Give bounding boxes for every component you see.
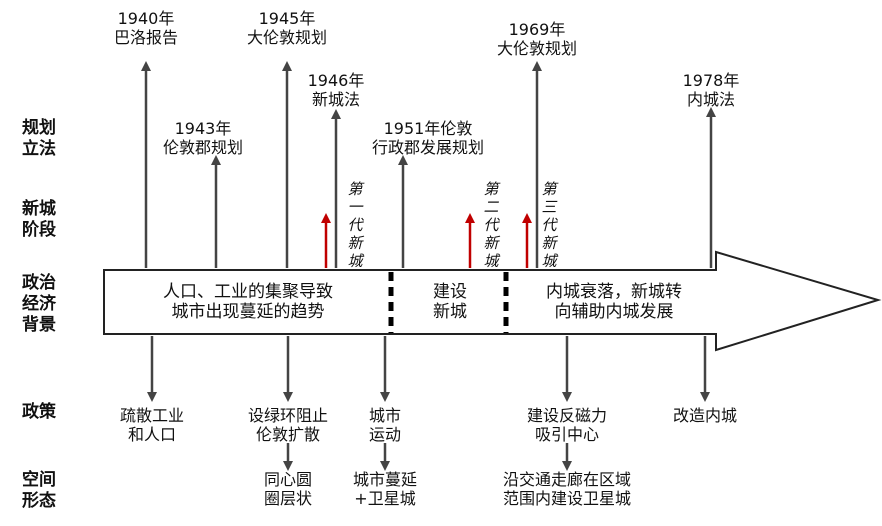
policy-line: 伦敦扩散 [255, 425, 320, 444]
row-label-line: 空间 [22, 470, 56, 490]
event-label: 1946年 新城法 [286, 71, 386, 109]
row-label-line: 阶段 [22, 220, 56, 240]
row-label-line: 规划 [22, 118, 56, 138]
policy-label: 改造内城 [645, 406, 765, 425]
row-label-line: 立法 [22, 139, 56, 159]
context-line: 建设 [433, 282, 467, 302]
context-segment: 人口、工业的集聚导致 城市出现蔓延的趋势 [112, 282, 384, 322]
context-line: 人口、工业的集聚导致 [163, 282, 333, 302]
row-label-line: 形态 [22, 491, 56, 511]
event-label: 1945年 大伦敦规划 [217, 9, 357, 47]
spatial-form-label: 城市蔓延 +卫星城 [330, 470, 440, 508]
spatial-form-line: 圈层状 [263, 489, 312, 508]
row-label-policy: 政策 [22, 402, 56, 423]
generation-label: 第一代新城 [347, 180, 363, 270]
event-label: 1969年 大伦敦规划 [467, 20, 607, 58]
policy-line: 城市 [368, 406, 401, 425]
event-name: 新城法 [311, 90, 360, 109]
event-name: 大伦敦规划 [246, 28, 327, 47]
row-label-spatial-form: 空间 形态 [22, 470, 56, 512]
spatial-form-line: 城市蔓延 [352, 470, 417, 489]
policy-line: 和人口 [127, 425, 176, 444]
spatial-form-line: 范围内建设卫星城 [502, 489, 631, 508]
context-segment: 建设 新城 [400, 282, 500, 322]
policy-line: 改造内城 [672, 406, 737, 425]
timeline-arrow [103, 250, 882, 352]
policy-label: 疏散工业 和人口 [92, 406, 212, 444]
event-name: 行政郡发展规划 [371, 138, 484, 157]
context-line: 城市出现蔓延的趋势 [171, 302, 325, 322]
row-label-new-town-stage: 新城 阶段 [22, 199, 56, 241]
spatial-form-label: 沿交通走廊在区域 范围内建设卫星城 [467, 470, 667, 508]
row-label-legislation: 规划 立法 [22, 118, 56, 160]
spatial-form-line: +卫星城 [354, 489, 416, 508]
event-year: 1951年伦敦 [383, 119, 473, 138]
row-label-political-context: 政治 经济 背景 [22, 273, 56, 336]
context-segment: 内城衰落，新城转 向辅助内城发展 [514, 282, 714, 322]
event-label: 1951年伦敦 行政郡发展规划 [338, 119, 518, 157]
policy-label: 建设反磁力 吸引中心 [497, 406, 637, 444]
event-name: 大伦敦规划 [496, 39, 577, 58]
event-label: 1943年 伦敦郡规划 [138, 119, 268, 157]
spatial-form-label: 同心圆 圈层状 [238, 470, 338, 508]
event-year: 1978年 [682, 71, 740, 90]
context-line: 新城 [433, 302, 467, 322]
row-label-line: 背景 [22, 315, 56, 335]
event-label: 1978年 内城法 [661, 71, 761, 109]
context-line: 向辅助内城发展 [554, 302, 674, 322]
row-label-line: 政策 [22, 402, 56, 422]
event-year: 1945年 [258, 9, 316, 28]
generation-label: 第三代新城 [541, 180, 557, 270]
event-name: 伦敦郡规划 [162, 138, 243, 157]
row-label-line: 政治 [22, 273, 56, 293]
event-year: 1946年 [307, 71, 365, 90]
row-label-line: 新城 [22, 199, 56, 219]
spatial-form-line: 沿交通走廊在区域 [502, 470, 631, 489]
context-line: 内城衰落，新城转 [546, 282, 682, 302]
event-name: 内城法 [686, 90, 735, 109]
event-year: 1940年 [117, 9, 175, 28]
spatial-form-line: 同心圆 [263, 470, 312, 489]
event-year: 1969年 [508, 20, 566, 39]
policy-label: 城市 运动 [345, 406, 425, 444]
policy-line: 疏散工业 [119, 406, 184, 425]
policy-line: 设绿环阻止 [247, 406, 328, 425]
policy-line: 吸引中心 [534, 425, 599, 444]
row-label-line: 经济 [22, 294, 56, 314]
policy-line: 运动 [368, 425, 401, 444]
policy-line: 建设反磁力 [526, 406, 607, 425]
policy-label: 设绿环阻止 伦敦扩散 [228, 406, 348, 444]
generation-label: 第二代新城 [483, 180, 499, 270]
event-label: 1940年 巴洛报告 [86, 9, 206, 47]
event-year: 1943年 [174, 119, 232, 138]
event-name: 巴洛报告 [113, 28, 178, 47]
